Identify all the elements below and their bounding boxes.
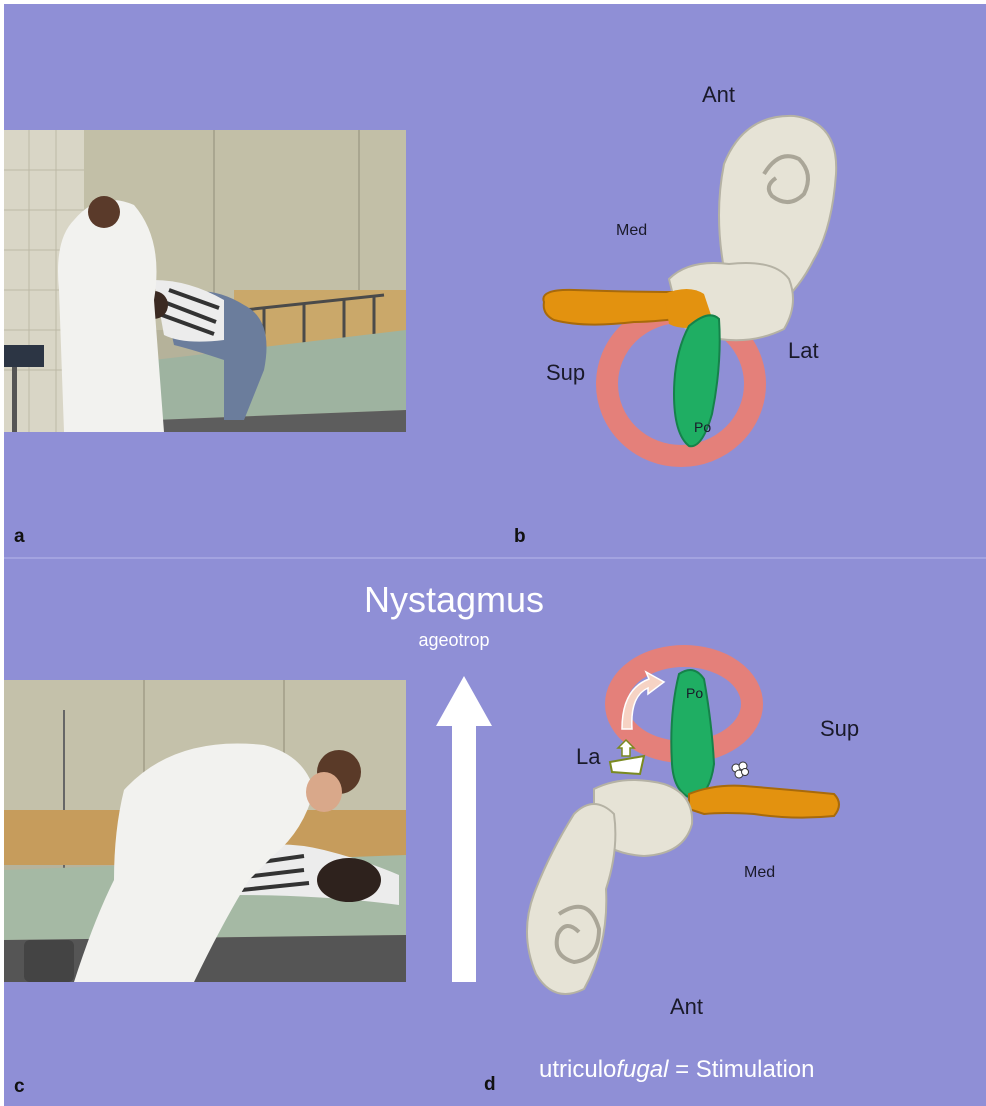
otoliths <box>732 762 749 778</box>
caption: utriculofugal = Stimulation <box>539 1056 815 1084</box>
panel-letter-c: c <box>14 1076 25 1098</box>
label-b-post: Po <box>694 419 711 435</box>
inner-ear-diagram-d: Po <box>514 644 854 1004</box>
nystagmus-arrow <box>434 676 494 986</box>
panel-letter-a: a <box>14 526 25 548</box>
cupula <box>610 756 644 774</box>
inner-ear-diagram-b: Po <box>514 94 854 494</box>
label-d-post: Po <box>686 685 703 701</box>
photo-c <box>4 680 406 982</box>
caption-italic: fugal <box>616 1056 668 1083</box>
caption-prefix: utriculo <box>539 1056 616 1083</box>
panel-letter-d: d <box>484 1074 496 1096</box>
panel-divider <box>4 557 986 559</box>
caption-suffix: = Stimulation <box>668 1056 814 1083</box>
nystagmus-title: Nystagmus <box>324 579 584 621</box>
lateral-canal <box>689 786 839 818</box>
photo-c-scene <box>4 680 406 982</box>
photo-a <box>4 130 406 432</box>
cochlea <box>527 804 615 994</box>
panel-letter-b: b <box>514 526 526 548</box>
photo-a-scene <box>4 130 406 432</box>
figure: Ant Med Lat Sup Po a b <box>4 4 986 1106</box>
